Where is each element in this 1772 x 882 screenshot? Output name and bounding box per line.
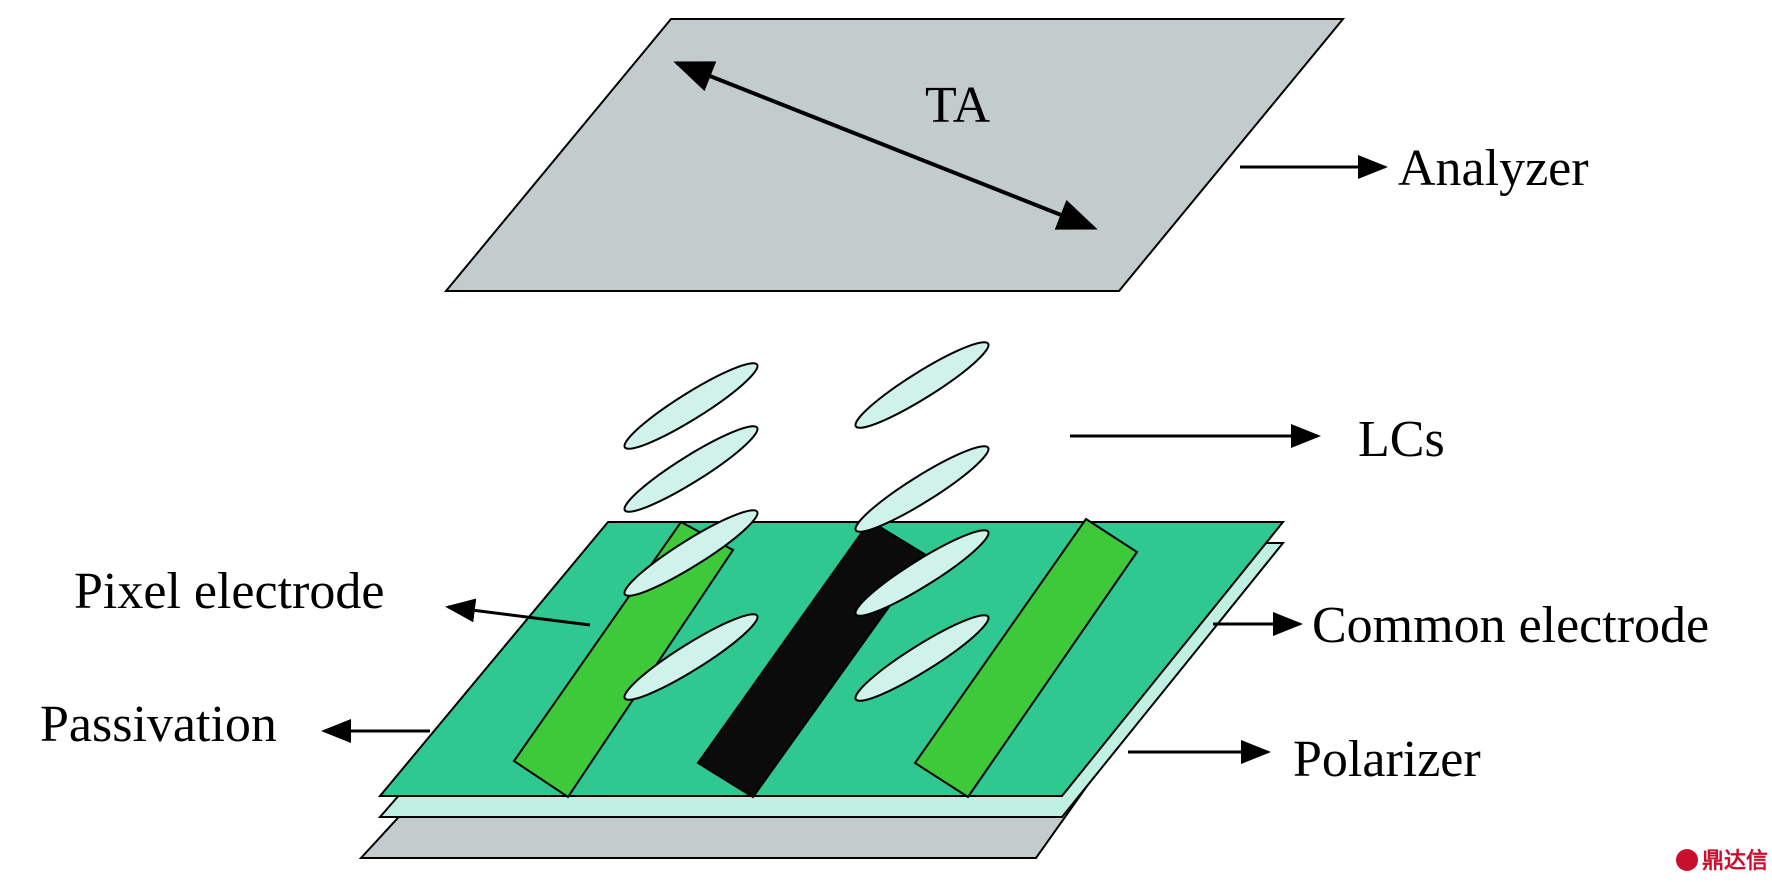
ta-label: TA <box>925 77 991 134</box>
lc-molecule <box>854 445 990 533</box>
lc-molecule <box>623 613 759 701</box>
lc-molecule <box>854 341 990 429</box>
lc-molecule <box>623 425 759 513</box>
lc-molecule <box>623 509 759 597</box>
transmission-axis-arrow <box>673 61 1098 230</box>
analyzer-plate <box>443 18 1346 292</box>
watermark: 鼎达信 <box>1676 848 1768 874</box>
pixel-electrode-label: Pixel electrode <box>74 563 384 620</box>
lcs-label: LCs <box>1358 411 1445 468</box>
common-electrode-label: Common electrode <box>1312 597 1709 654</box>
pixel-electrode-right <box>913 517 1139 799</box>
watermark-logo-icon <box>1676 849 1698 871</box>
polarizer-label: Polarizer <box>1293 731 1481 788</box>
black-electrode-stripe <box>696 519 928 799</box>
lc-molecule <box>854 614 990 702</box>
lc-molecule <box>623 362 759 450</box>
analyzer-label: Analyzer <box>1398 140 1589 197</box>
passivation-label: Passivation <box>40 696 277 753</box>
pixel-electrode-arrow <box>445 598 591 627</box>
watermark-text: 鼎达信 <box>1702 848 1768 874</box>
lc-molecule <box>854 529 990 617</box>
liquid-crystals <box>623 341 990 702</box>
